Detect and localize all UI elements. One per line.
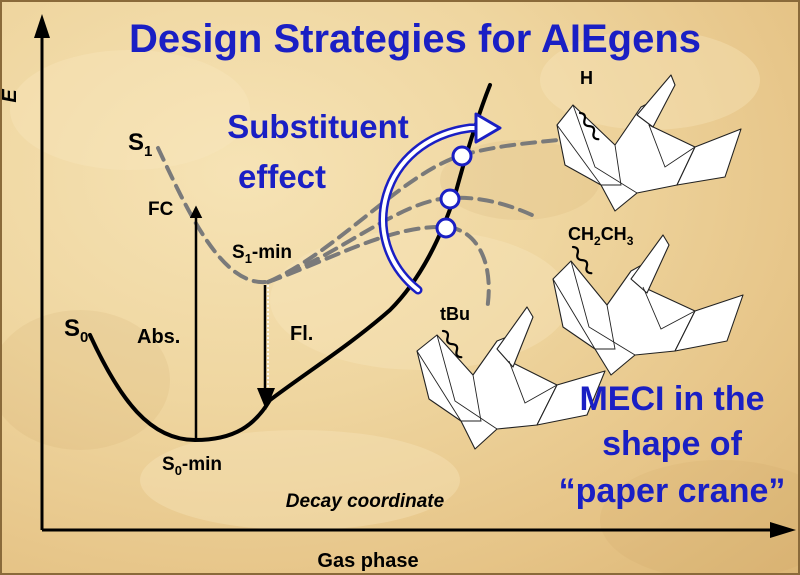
x-axis-arrowhead bbox=[770, 522, 796, 538]
absorption-label: Abs. bbox=[137, 326, 180, 348]
meci-point-middle bbox=[439, 188, 461, 210]
paper-crane-tbu bbox=[416, 306, 606, 450]
s1-potential-curve bbox=[156, 146, 267, 285]
substituent-h-label: H bbox=[580, 68, 593, 88]
meci-point-bottom bbox=[435, 217, 457, 239]
fluorescence-arrow bbox=[257, 285, 275, 410]
y-axis-arrowhead bbox=[34, 14, 50, 38]
substituent-tbu-label: tBu bbox=[440, 304, 470, 324]
wavy-bond-h bbox=[578, 111, 600, 141]
diagram-title: Design Strategies for AIEgens bbox=[129, 17, 701, 61]
substituent-ethyl-label: CH2CH3 bbox=[568, 224, 634, 248]
wavy-bond-tbu bbox=[441, 329, 463, 359]
substituent-effect-line1: Substituent bbox=[227, 108, 408, 145]
meci-point-top bbox=[451, 145, 473, 167]
s0-min-label: S0-min bbox=[162, 454, 222, 478]
s0-label: S0 bbox=[64, 315, 88, 346]
paper-crane-ethyl bbox=[552, 234, 744, 376]
pathway-top bbox=[266, 138, 560, 284]
paper-crane-h bbox=[556, 74, 742, 212]
pathway-middle bbox=[266, 195, 534, 284]
meci-caption-line1: MECI in the bbox=[579, 380, 764, 418]
y-axis-label: E bbox=[0, 89, 21, 103]
meci-caption-line2: shape of bbox=[602, 425, 742, 463]
s1-min-label: S1-min bbox=[232, 242, 292, 266]
substituent-effect-arrow bbox=[378, 112, 502, 295]
x-axis-label: Gas phase bbox=[317, 550, 418, 572]
axes bbox=[34, 14, 796, 538]
wavy-bond-ethyl bbox=[571, 245, 593, 275]
s0-potential-curve bbox=[88, 83, 492, 443]
substituent-effect-line2: effect bbox=[238, 158, 326, 195]
meci-caption-line3: “paper crane” bbox=[559, 472, 786, 510]
decay-coordinate-label: Decay coordinate bbox=[286, 491, 445, 512]
meci-points bbox=[435, 145, 473, 239]
fluorescence-label: Fl. bbox=[290, 323, 313, 345]
fc-label: FC bbox=[148, 199, 174, 220]
s1-label: S1 bbox=[128, 129, 152, 160]
